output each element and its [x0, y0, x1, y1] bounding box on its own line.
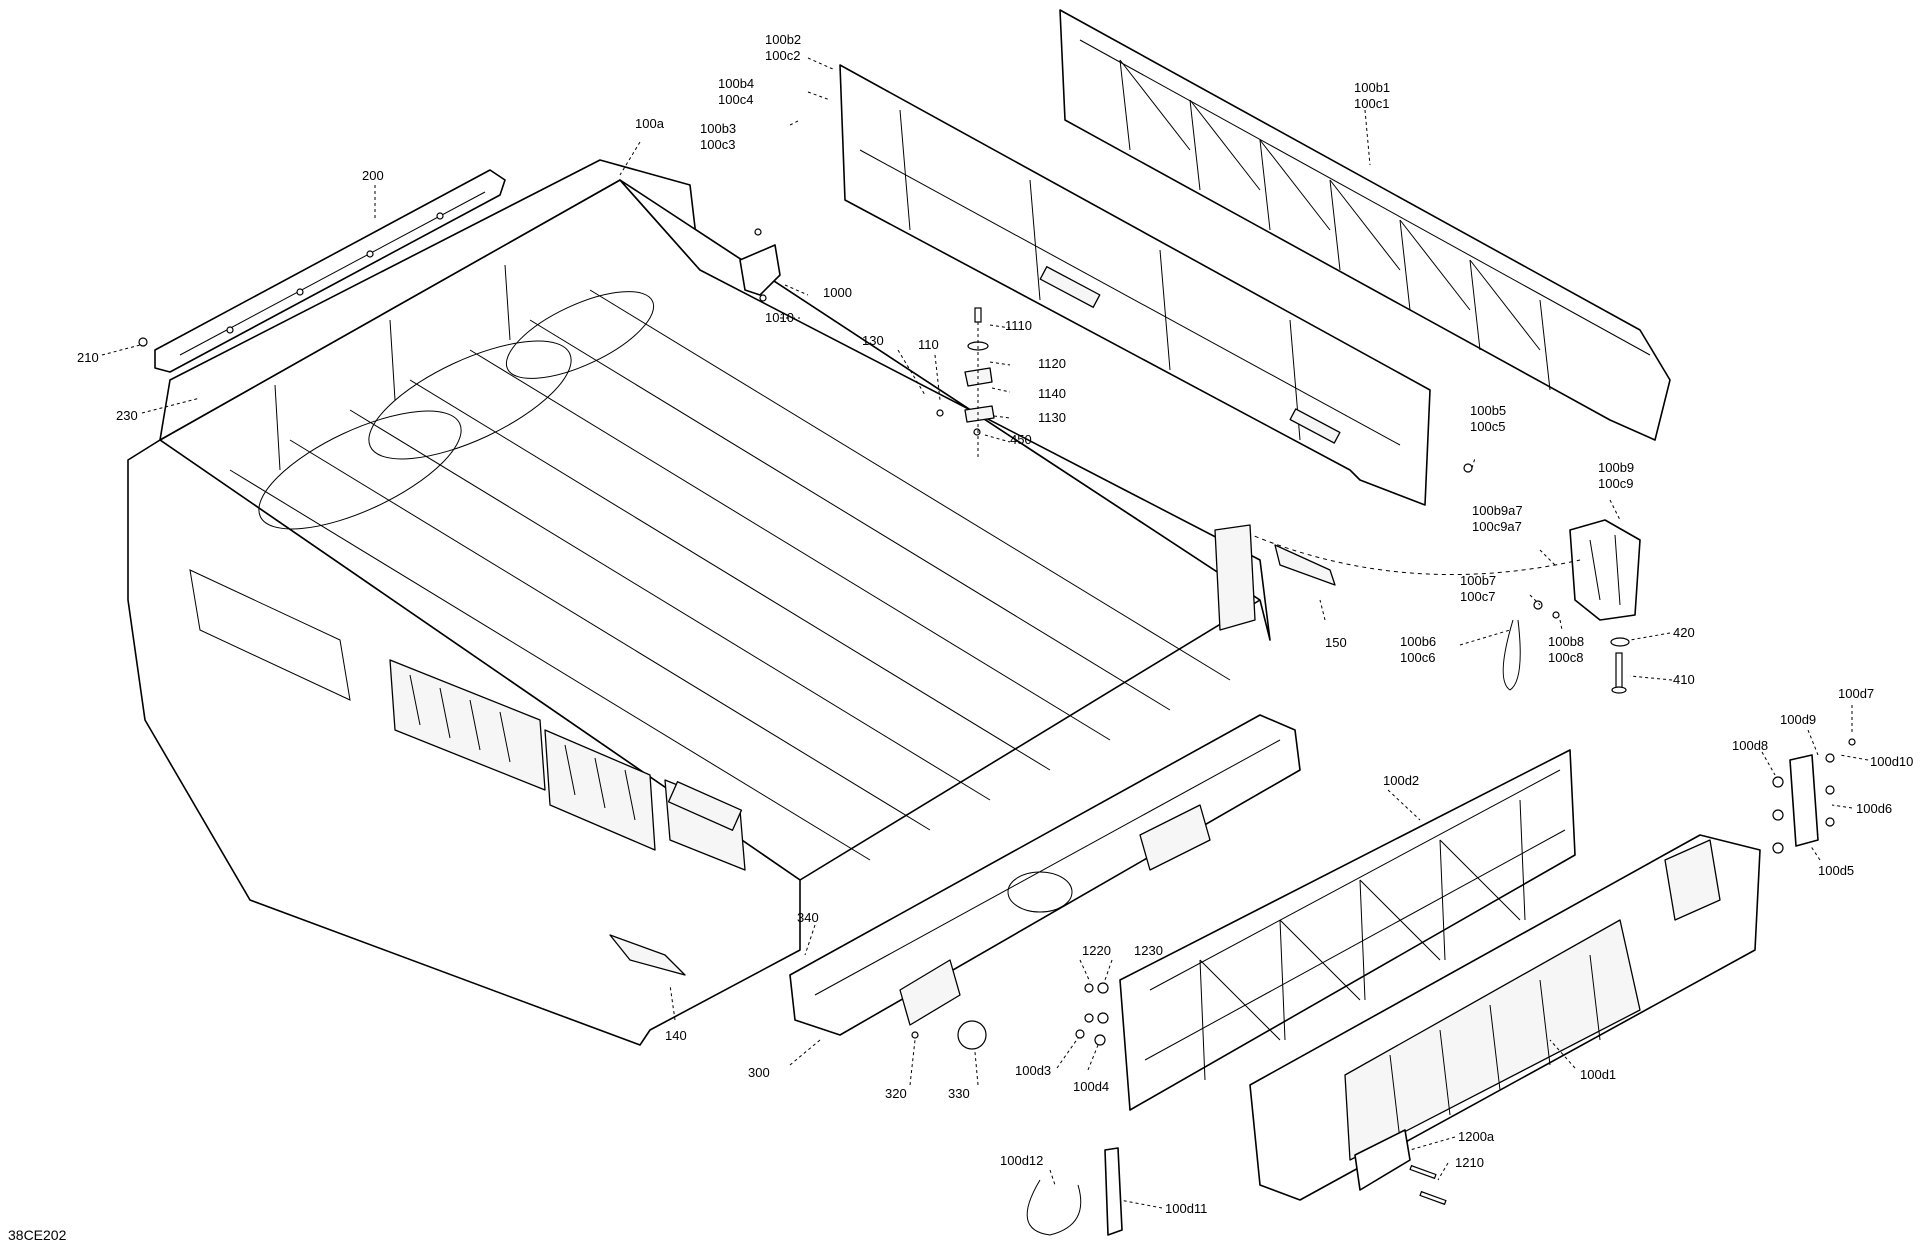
callout-100d9: 100d9 [1780, 712, 1816, 727]
callout-1200a: 1200a [1458, 1129, 1495, 1144]
left-side-rail [154, 169, 506, 373]
callout-100d5: 100d5 [1818, 863, 1854, 878]
latch-1200a [1354, 1129, 1447, 1206]
rear-crossmember [789, 714, 1301, 1036]
callout-1000: 1000 [823, 285, 852, 300]
callout-1120: 1120 [1038, 356, 1066, 371]
callout-1210: 1210 [1455, 1155, 1484, 1170]
callout-130: 130 [862, 333, 884, 348]
callout-1230: 1230 [1134, 943, 1163, 958]
bracket-100d11 [1104, 1147, 1123, 1236]
callout-leaders [101, 57, 1869, 1209]
callout-1130: 1130 [1038, 410, 1066, 425]
callout-1010: 1010 [765, 310, 794, 325]
callout-110: 110 [918, 337, 939, 352]
callout-100d7: 100d7 [1838, 686, 1874, 701]
callout-200: 200 [362, 168, 384, 183]
assembly-path-150 [1239, 529, 1581, 576]
screw-320 [911, 1031, 919, 1039]
tailgate-outer-panel [1249, 834, 1761, 1201]
callout-330: 330 [948, 1086, 970, 1101]
callout-140: 140 [665, 1028, 687, 1043]
cargo-box-tub [127, 159, 1271, 1046]
callout-100d11: 100d11 [1165, 1201, 1207, 1216]
callout-150: 150 [1325, 635, 1347, 650]
callout-100d2: 100d2 [1383, 773, 1419, 788]
callout-100d3: 100d3 [1015, 1063, 1051, 1078]
post-bracket-100b9 [1569, 519, 1641, 621]
callout-1140: 1140 [1038, 386, 1066, 401]
callout-410: 410 [1673, 672, 1695, 687]
plate-140 [609, 934, 686, 976]
strap-100b7 [1502, 600, 1560, 691]
bracket-1000 [739, 228, 781, 302]
cap-330 [957, 1020, 987, 1050]
front-panel [839, 64, 1473, 506]
callout-210: 210 [77, 350, 99, 365]
ghost-bracket [1214, 524, 1256, 631]
callout-100d1: 100d1 [1580, 1067, 1616, 1082]
callout-300: 300 [748, 1065, 770, 1080]
rear-frame [1059, 9, 1671, 441]
screw-210 [138, 337, 148, 347]
bolt-410 [1611, 652, 1627, 694]
callout-230: 230 [116, 408, 138, 423]
tailgate-fasteners [1075, 982, 1109, 1046]
figure-id: 38CE202 [8, 1227, 67, 1243]
callout-420: 420 [1673, 625, 1695, 640]
tailgate-inner-panel [1119, 749, 1576, 1111]
callout-100d10: 100d10 [1870, 754, 1913, 769]
callout-320: 320 [885, 1086, 907, 1101]
callout-450: 450 [1010, 432, 1032, 447]
callout-100d4: 100d4 [1073, 1079, 1109, 1094]
plate-150 [1274, 544, 1336, 586]
callout-340: 340 [797, 910, 819, 925]
callout-100d8: 100d8 [1732, 738, 1768, 753]
callout-1220: 1220 [1082, 943, 1111, 958]
callout-100d6: 100d6 [1856, 801, 1892, 816]
hinge-plate [1772, 738, 1856, 854]
latch-hardware-stack [936, 307, 995, 460]
callout-100a: 100a [635, 116, 665, 131]
callout-1110: 1110 [1005, 318, 1032, 333]
cable-100d12 [1026, 1179, 1082, 1236]
washer-420 [1610, 637, 1630, 647]
callout-100d12: 100d12 [1000, 1153, 1043, 1168]
